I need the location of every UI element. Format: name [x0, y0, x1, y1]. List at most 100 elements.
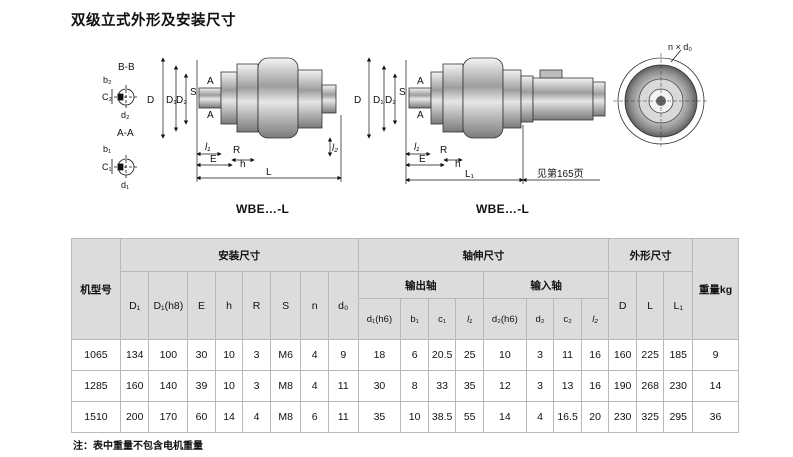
col-outline: L₁ — [663, 271, 693, 340]
dim-L1-mid: L₁ — [465, 169, 475, 180]
dim-L-left: L — [266, 167, 272, 178]
table-cell: 4 — [525, 401, 555, 433]
figure-caption-left: WBE…-L — [236, 202, 290, 216]
dim-S-left: S — [190, 87, 197, 98]
table-cell: 35 — [455, 370, 484, 402]
table-cell: 33 — [427, 370, 457, 402]
header-model: 机型号 — [71, 238, 121, 340]
dim-D1-mid: D₁ — [373, 95, 384, 106]
col-install: h — [214, 271, 244, 340]
table-cell: 140 — [148, 370, 189, 402]
gearbox-middle — [408, 57, 606, 139]
col-input: d₂ — [525, 298, 555, 340]
table-cell: 160 — [608, 339, 637, 371]
table-cell: 10 — [214, 370, 244, 402]
table-cell: 3 — [525, 370, 555, 402]
page-title: 双级立式外形及安装尺寸 — [71, 13, 236, 29]
col-input: l₂ — [580, 298, 610, 340]
table-cell: 100 — [148, 339, 189, 371]
table-cell: 8 — [400, 370, 429, 402]
gearbox-left — [198, 57, 337, 139]
table-cell: 185 — [663, 339, 693, 371]
header-input-shaft: 输入轴 — [482, 271, 610, 299]
footnote: 注：表中重量不包含电机重量 — [73, 441, 203, 452]
dim-D1-left: D₁ — [166, 95, 177, 106]
col-install: d₀ — [327, 271, 359, 340]
col-install: R — [242, 271, 271, 340]
col-output: b₁ — [400, 298, 429, 340]
header-install: 安装尺寸 — [119, 238, 359, 272]
table-cell: 6 — [300, 401, 329, 433]
table-cell: 10 — [400, 401, 429, 433]
dim-D2-left: D₂ — [176, 95, 187, 106]
table-cell: 14 — [691, 370, 740, 402]
table-cell: 230 — [608, 401, 637, 433]
table-cell: M8 — [269, 370, 302, 402]
table-cell: 30 — [357, 370, 402, 402]
dim-l2-left: l₂ — [332, 143, 338, 154]
col-install: D₁ — [119, 271, 150, 340]
table-cell: 6 — [400, 339, 429, 371]
col-install: n — [300, 271, 329, 340]
dim-D-left: D — [147, 95, 154, 106]
dim-A-top-left: A — [207, 76, 214, 87]
col-install: E — [187, 271, 216, 340]
col-output: l₁ — [455, 298, 484, 340]
table-cell: 134 — [119, 339, 150, 371]
table-cell: 25 — [455, 339, 484, 371]
dim-c2: C₂ — [102, 92, 112, 102]
table-cell: 4 — [242, 401, 271, 433]
table-cell: 36 — [691, 401, 740, 433]
dim-A-bottom-mid: A — [417, 110, 424, 121]
table-cell: 225 — [635, 339, 665, 371]
table-cell: 16 — [580, 370, 610, 402]
table-cell: 60 — [187, 401, 216, 433]
flange-end-view — [613, 49, 709, 149]
dim-E-left: E — [210, 154, 217, 165]
table-cell: 200 — [119, 401, 150, 433]
col-outline: L — [635, 271, 665, 340]
table-cell: 190 — [608, 370, 637, 402]
table-cell: 9 — [691, 339, 740, 371]
table-cell: 38.5 — [427, 401, 457, 433]
table-cell: M8 — [269, 401, 302, 433]
dim-l1-left: l₁ — [205, 142, 210, 153]
see-page-note: 见第165页 — [537, 167, 584, 180]
table-cell: 3 — [242, 370, 271, 402]
table-cell: 16 — [580, 339, 610, 371]
table-cell: 35 — [357, 401, 402, 433]
dim-E-mid: E — [419, 154, 426, 165]
table-cell: 11 — [553, 339, 582, 371]
table-cell: 14 — [482, 401, 527, 433]
table-cell: 4 — [300, 370, 329, 402]
dim-R-left: R — [233, 145, 240, 156]
outline-drawing: B-B A-A b₂ C₂ d₂ b₁ C₁ d₁ D D₁ D₂ S A A … — [102, 42, 709, 190]
dim-b1: b₁ — [103, 144, 111, 154]
table-cell: 20 — [580, 401, 610, 433]
col-outline: D — [608, 271, 637, 340]
table-cell: 18 — [357, 339, 402, 371]
table-cell: 268 — [635, 370, 665, 402]
table-cell: 11 — [327, 401, 359, 433]
dim-d2: d₂ — [121, 110, 130, 120]
dim-d1: d₁ — [121, 180, 129, 190]
col-input: c₂ — [553, 298, 582, 340]
figure-caption-middle: WBE…-L — [476, 202, 530, 216]
table-cell: 12 — [482, 370, 527, 402]
dim-h-mid: h — [455, 159, 461, 170]
model-cell: 1510 — [71, 401, 121, 433]
model-cell: 1065 — [71, 339, 121, 371]
table-cell: 325 — [635, 401, 665, 433]
table-cell: 30 — [187, 339, 216, 371]
dim-A-top-mid: A — [417, 76, 424, 87]
table-cell: 10 — [214, 339, 244, 371]
dim-S-mid: S — [399, 87, 406, 98]
col-install: S — [269, 271, 302, 340]
header-weight: 重量kg — [691, 238, 740, 340]
model-cell: 1285 — [71, 370, 121, 402]
table-cell: 13 — [553, 370, 582, 402]
dim-n-d0: n × d₀ — [668, 42, 692, 52]
table-cell: 3 — [525, 339, 555, 371]
